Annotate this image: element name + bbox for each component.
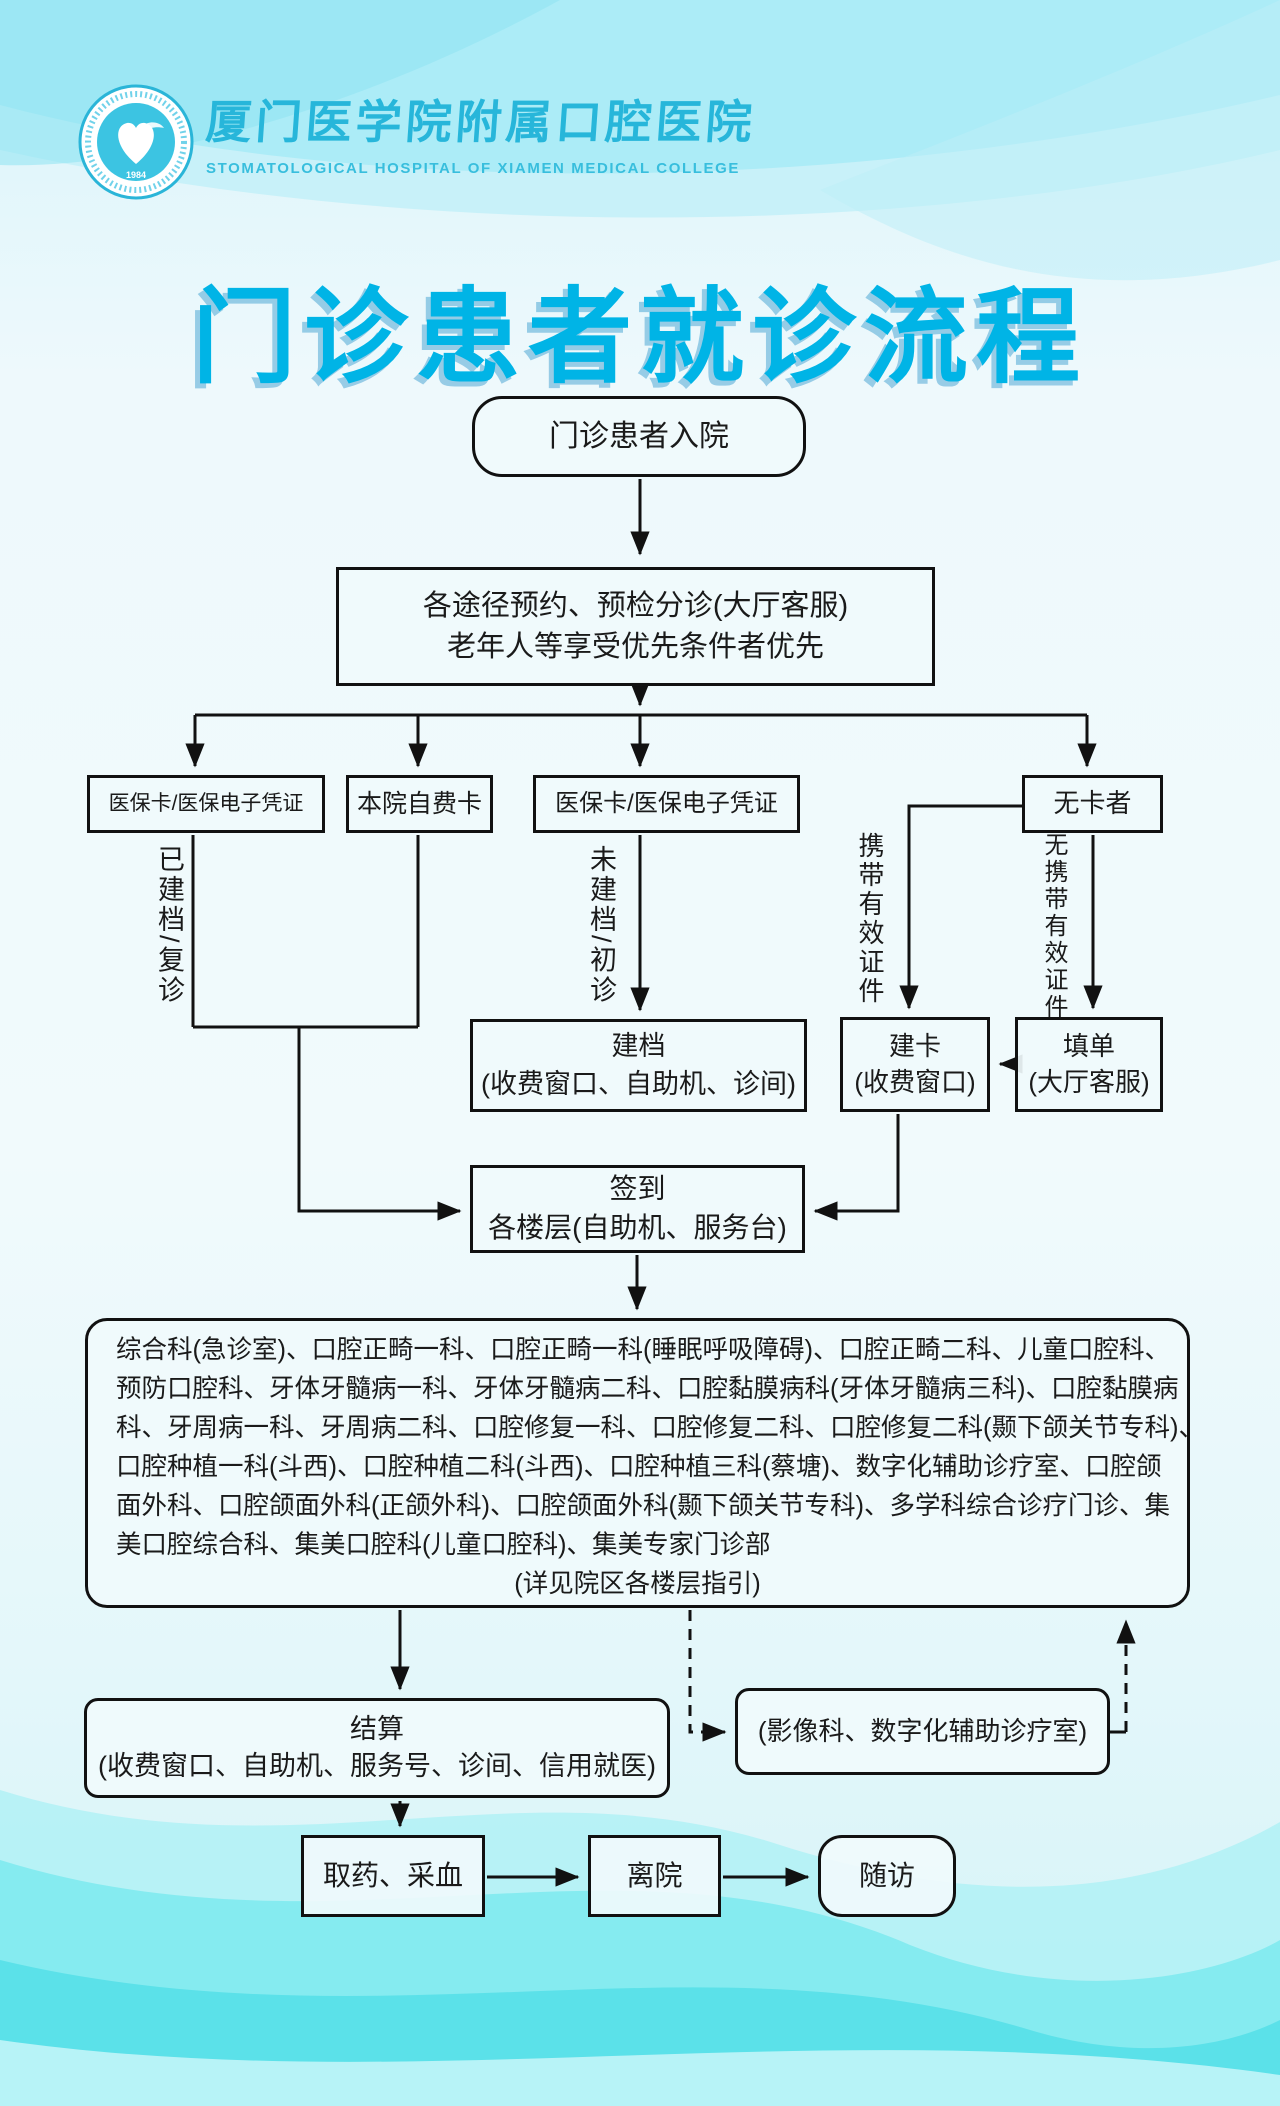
departments-note: (详见院区各楼层指引): [514, 1570, 761, 1598]
hospital-name-en: STOMATOLOGICAL HOSPITAL OF XIAMEN MEDICA…: [206, 160, 740, 177]
node-imaging: (影像科、数字化辅助诊疗室): [735, 1688, 1110, 1775]
departments-line: 科、牙周病一科、牙周病二科、口腔修复一科、口腔修复二科、口腔修复二科(颞下颌关节…: [116, 1414, 1204, 1442]
label-with-valid-id: 携带有效证件: [855, 832, 885, 1006]
node-no-card: 无卡者: [1022, 775, 1163, 833]
create-file-line2: (收费窗口、自助机、诊间): [481, 1068, 796, 1099]
fill-form-line2: (大厅客服): [1028, 1066, 1150, 1097]
signin-line2: 各楼层(自助机、服务台): [488, 1212, 787, 1243]
node-signin: 签到 各楼层(自助机、服务台): [470, 1165, 805, 1253]
logo-year: 1984: [126, 170, 146, 180]
label-without-valid-id: 无携带有效证件: [1040, 832, 1067, 1021]
node-discharge: 离院: [588, 1835, 721, 1917]
hospital-name: 厦门医学院附属口腔医院 STOMATOLOGICAL HOSPITAL OF X…: [203, 86, 758, 177]
signin-line1: 签到: [609, 1173, 666, 1205]
page-title: 门诊患者就诊流程: [191, 280, 1088, 396]
node-create-file: 建档 (收费窗口、自助机、诊间): [470, 1019, 807, 1112]
label-registered-revisit: 已建档/复诊: [154, 845, 184, 1006]
departments-line: 预防口腔科、牙体牙髓病一科、牙体牙髓病二科、口腔黏膜病科(牙体牙髓病三科)、口腔…: [116, 1375, 1179, 1403]
settlement-line2: (收费窗口、自助机、服务号、诊间、信用就医): [98, 1751, 656, 1781]
node-self-pay-card: 本院自费卡: [346, 775, 493, 833]
fill-form-line1: 填单: [1062, 1030, 1115, 1061]
node-triage: 各途径预约、预检分诊(大厅客服) 老年人等享受优先条件者优先: [336, 567, 935, 686]
node-settlement: 结算 (收费窗口、自助机、服务号、诊间、信用就医): [84, 1698, 670, 1798]
hospital-name-cn: 厦门医学院附属口腔医院: [203, 96, 758, 148]
hospital-logo: 1984: [78, 84, 194, 200]
node-departments: 综合科(急诊室)、口腔正畸一科、口腔正畸一科(睡眠呼吸障碍)、口腔正畸二科、儿童…: [85, 1318, 1204, 1608]
departments-line: 美口腔综合科、集美口腔科(儿童口腔科)、集美专家门诊部: [116, 1531, 771, 1559]
create-card-line1: 建卡: [888, 1030, 941, 1061]
departments-line: 综合科(急诊室)、口腔正畸一科、口腔正畸一科(睡眠呼吸障碍)、口腔正畸二科、儿童…: [116, 1336, 1170, 1364]
settlement-line1: 结算: [350, 1713, 404, 1744]
departments-line: 面外科、口腔颌面外科(正颌外科)、口腔颌面外科(颞下颌关节专科)、多学科综合诊疗…: [116, 1492, 1170, 1520]
node-medicare-card-new: 医保卡/医保电子凭证: [533, 775, 800, 833]
node-pharmacy-blood: 取药、采血: [301, 1835, 485, 1917]
node-create-card: 建卡 (收费窗口): [840, 1017, 990, 1112]
create-card-line2: (收费窗口): [854, 1066, 976, 1097]
node-followup: 随访: [818, 1835, 956, 1917]
departments-line: 口腔种植一科(斗西)、口腔种植二科(斗西)、口腔种植三科(蔡塘)、数字化辅助诊疗…: [116, 1453, 1162, 1481]
triage-line1: 各途径预约、预检分诊(大厅客服): [422, 590, 849, 623]
node-medicare-card-registered: 医保卡/医保电子凭证: [87, 775, 325, 833]
triage-line2: 老年人等享受优先条件者优先: [446, 630, 824, 663]
label-not-registered-first-visit: 未建档/初诊: [586, 845, 616, 1006]
node-fill-form: 填单 (大厅客服): [1015, 1017, 1163, 1112]
create-file-line1: 建档: [611, 1031, 666, 1062]
node-entry: 门诊患者入院: [472, 396, 806, 477]
